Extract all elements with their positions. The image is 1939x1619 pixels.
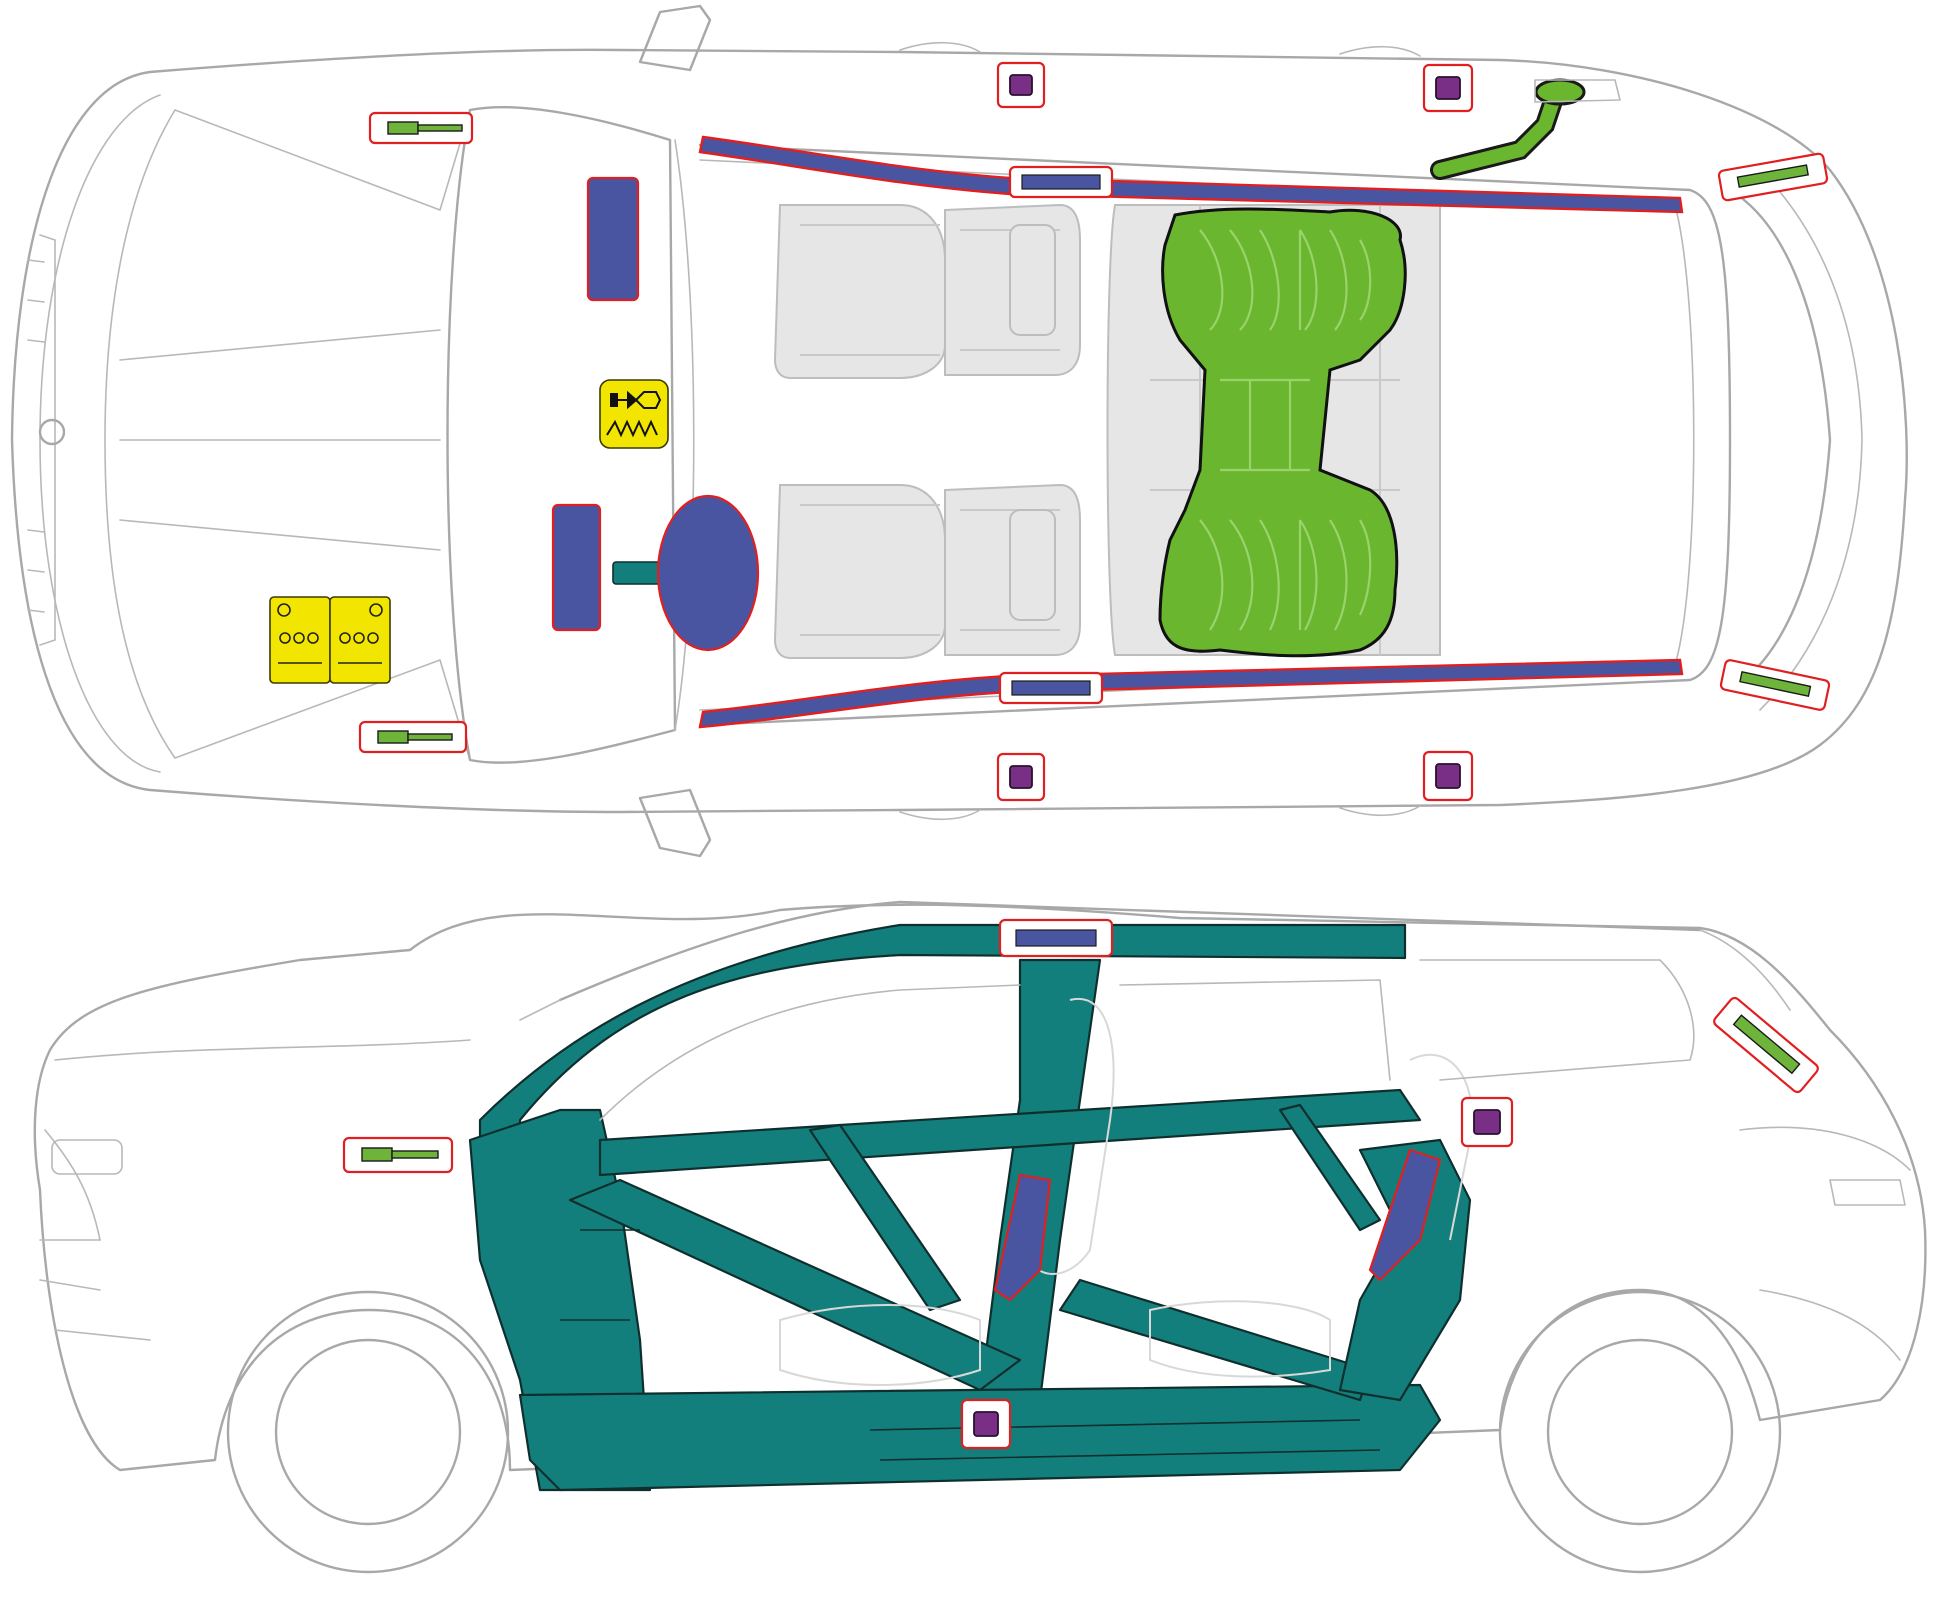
front-seats-top [773,203,1081,659]
battery-icon [269,596,391,684]
curtain-generator-left [1008,165,1114,199]
roof-outline [698,143,1732,727]
ignition-device-icon [599,379,669,449]
curtain-generator-side [998,918,1114,958]
side-body-outline [33,903,1927,1472]
pretensioner-rear-right [1719,659,1831,711]
sensor-c-pillar-right [1422,750,1474,802]
curtain-generator-right [998,671,1104,705]
side-airbag-rear-seat [1368,1148,1442,1282]
rear-wheel [1498,1290,1782,1574]
sensor-b-pillar-side [960,1398,1012,1450]
pretensioner-rear-left [1717,152,1829,202]
pretensioner-front-side [342,1136,454,1174]
front-grille [27,234,66,646]
curtain-airbag-right [698,658,1684,729]
airbag-driver-knee [551,503,602,632]
airbag-passenger-dashboard [586,176,640,302]
right-mirror [638,788,712,858]
body-reinforcement-frame [468,923,1472,1492]
sensor-b-pillar-left [996,61,1046,109]
sensor-c-pillar-side [1460,1096,1514,1148]
front-wheel [226,1290,510,1574]
pretensioner-rear-side [1713,996,1819,1094]
airbag-steering-wheel [656,494,760,652]
left-mirror [638,4,712,72]
top-view [10,4,1908,858]
pretensioner-front-left [368,111,474,145]
sensor-b-pillar-right [996,752,1046,802]
windshield-top [446,105,677,764]
curtain-airbag-left [698,135,1684,214]
fuel-tank [1158,207,1407,658]
top-body-outline [10,48,1908,814]
side-airbag-front-seat [993,1173,1052,1302]
side-view [33,900,1927,1574]
pretensioner-front-right [358,720,468,754]
sensor-c-pillar-left [1422,63,1474,113]
fuel-filler-pipe [1433,88,1562,177]
